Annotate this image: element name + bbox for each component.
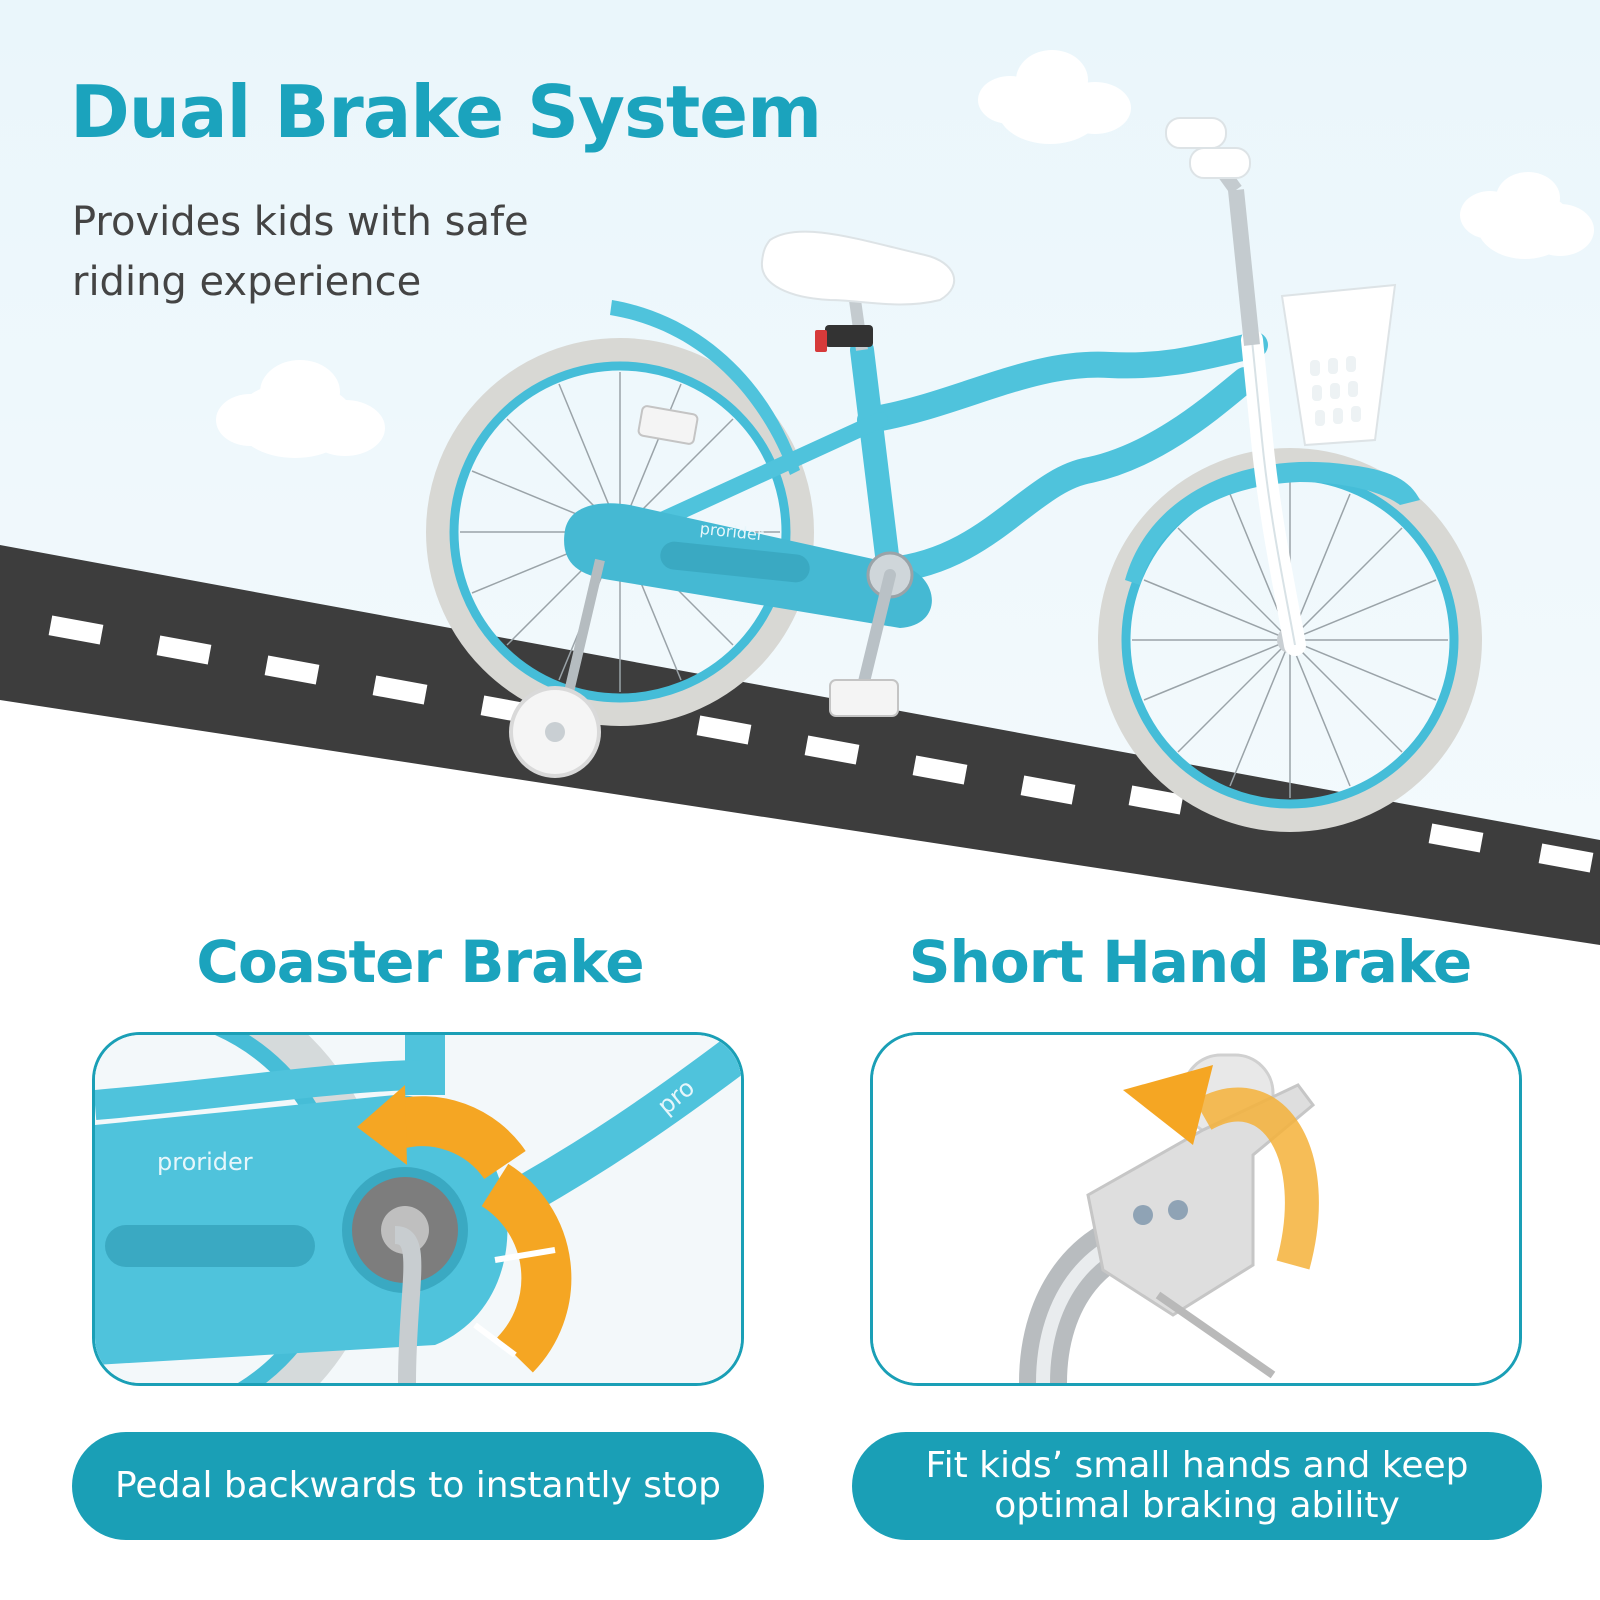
cloud-icon <box>216 360 385 458</box>
brand-logo: prorider <box>157 1148 253 1176</box>
hand-brake-caption: Fit kids’ small hands and keep optimal b… <box>852 1432 1542 1540</box>
coaster-brake-caption: Pedal backwards to instantly stop <box>72 1432 764 1540</box>
hand-brake-card <box>870 1032 1522 1386</box>
coaster-brake-heading: Coaster Brake <box>196 928 644 996</box>
coaster-brake-image: prorider pro <box>95 1035 741 1383</box>
hand-brake-heading: Short Hand Brake <box>908 928 1472 996</box>
hand-brake-image <box>873 1035 1519 1383</box>
page-title: Dual Brake System <box>70 70 822 154</box>
page-subtitle: Provides kids with safe riding experienc… <box>72 199 529 305</box>
coaster-brake-card: prorider pro <box>92 1032 744 1386</box>
bicycle: prorider <box>426 117 1482 832</box>
basket <box>1280 283 1397 447</box>
cloud-icon <box>1460 172 1594 259</box>
cloud-icon <box>978 50 1131 144</box>
